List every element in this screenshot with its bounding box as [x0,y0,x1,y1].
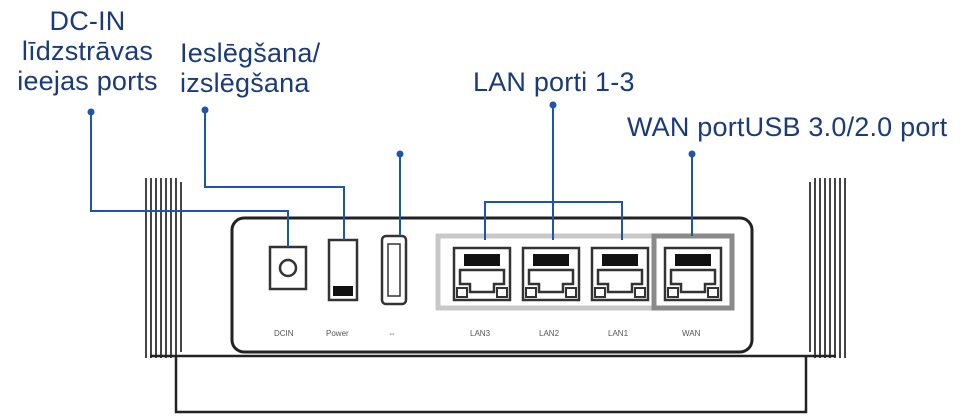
leader-dots [87,101,696,158]
callout-lan: LAN porti 1-3 [473,67,635,97]
callout-power: Ieslēgšana/ izslēgšana [180,38,320,98]
callout-power-line1: Ieslēgšana/ [180,38,321,68]
callout-dcin: DC-IN līdzstrāvas ieejas ports [0,6,175,96]
lan3-port-label: LAN3 [470,329,491,338]
power-switch-rocker [333,286,353,296]
leader-lan-branch [484,201,623,240]
usb-port [380,234,408,306]
dcin-port-label: DCIN [274,329,294,338]
wan-port-label: WAN [682,329,701,338]
callout-dcin-line3: ieejas ports [17,66,158,96]
leader-power [204,110,345,240]
usb-port-tongue [387,243,401,297]
lan1-port-label: LAN1 [608,329,629,338]
leader-dcin [90,112,289,247]
lan2-port-label: LAN2 [539,329,560,338]
dcin-port-socket [278,258,298,278]
power-switch-label: Power [326,329,349,338]
lan3-port [452,246,512,302]
wan-port [663,246,723,302]
left-vent-fins [145,178,182,358]
right-vent-fins [809,178,846,358]
router-body [150,354,836,414]
callout-dcin-line1: DC-IN [49,6,126,36]
lan2-port [521,246,581,302]
callout-wan-usb: WAN portUSB 3.0/2.0 port [627,112,948,142]
callout-power-line2: izslēgšana [180,68,310,98]
dcin-port [268,245,308,291]
callout-dcin-line2: līdzstrāvas [21,36,154,66]
lan1-port [590,246,650,302]
usb-port-label: ⇔ [388,329,396,338]
leader-lines [90,105,693,247]
